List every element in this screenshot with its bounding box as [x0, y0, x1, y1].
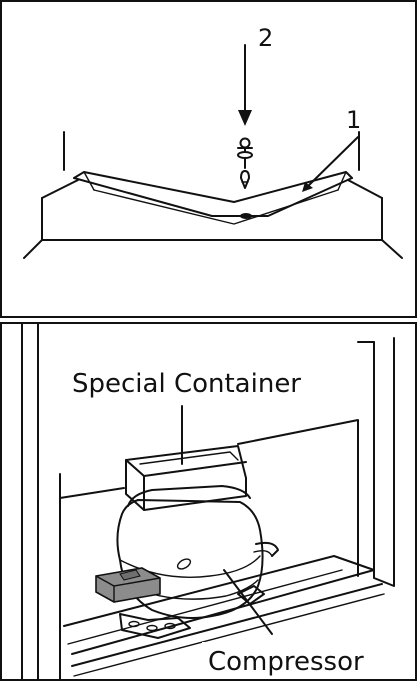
callout-1-leader: [305, 136, 359, 189]
special-container-label: Special Container: [72, 369, 301, 399]
compressor-label-bg: [202, 642, 402, 676]
drip-tray-illustration: 2 1: [23, 24, 403, 259]
tray-inner-edges: [83, 171, 347, 191]
base-rail: [63, 555, 375, 655]
tray-inner-slope: [93, 189, 339, 225]
drain-hole: [240, 213, 252, 219]
callout-2-number: 2: [258, 24, 273, 52]
floor-line-right: [381, 239, 403, 259]
drip-tray-diagram-panel: 2 1: [0, 0, 417, 318]
compressor-diagram-panel: Special Container Compressor: [0, 322, 417, 681]
special-container: [125, 445, 247, 511]
callout-1-number: 1: [346, 106, 361, 134]
base-block-outline: [41, 197, 383, 241]
back-ceiling-edge: [59, 419, 359, 577]
base-block-top-edges: [41, 179, 383, 199]
base-rail-lower-edge: [73, 593, 385, 677]
drain-plug: [237, 137, 253, 189]
floor-line-left: [23, 239, 43, 259]
tray-back-rim: [73, 171, 353, 203]
callout-1-arrowhead: [302, 182, 313, 192]
right-cabinet-wall: [373, 337, 395, 587]
base-rail-groove: [67, 569, 343, 645]
compressor-illustration: Special Container Compressor: [21, 324, 402, 679]
callout-2-arrowhead: [238, 110, 252, 126]
base-rail-front: [71, 583, 383, 667]
compressor-leader: [223, 569, 273, 635]
special-container-label-bg: [68, 364, 358, 398]
terminal-box: [95, 567, 161, 603]
compressor-label: Compressor: [208, 647, 364, 677]
